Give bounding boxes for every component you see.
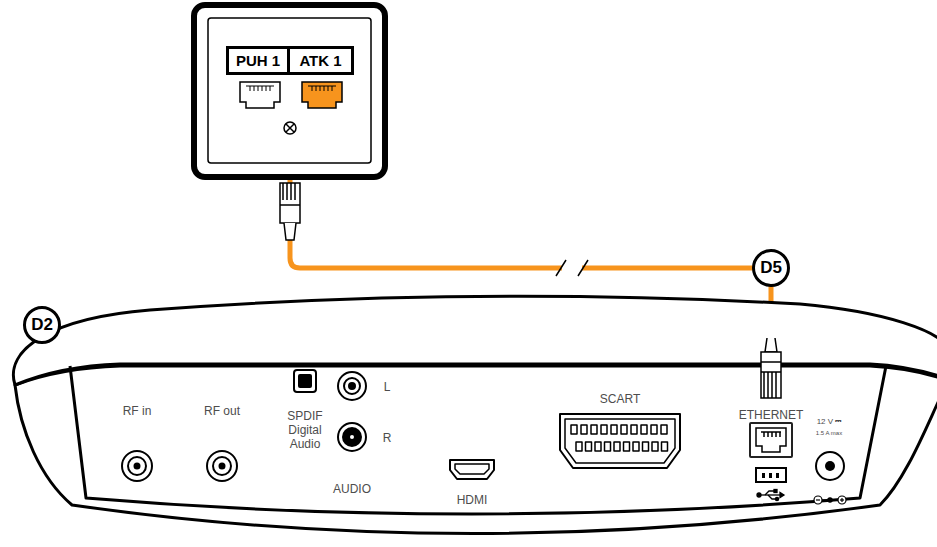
port-label: SPDIF Digital Audio: [282, 409, 328, 451]
wall-socket: [194, 5, 385, 177]
socket-label: ATK 1: [299, 52, 341, 69]
callout-number: D2: [23, 306, 61, 344]
rca-connectors: [338, 372, 366, 451]
set-top-box: [13, 296, 937, 533]
power-jack: [814, 452, 846, 504]
port-label: R: [383, 431, 392, 445]
scart-port: [560, 414, 680, 468]
port-label: SCART: [600, 392, 640, 406]
socket-port-label: ATK 1: [287, 46, 354, 75]
port-label: AUDIO: [333, 482, 371, 496]
rf-connectors: [122, 451, 237, 481]
cable-break: [556, 258, 588, 278]
socket-port-label: PUH 1: [226, 46, 290, 75]
usb-port: [756, 468, 786, 501]
spdif-port: [294, 370, 316, 392]
rj45-plug: [280, 183, 300, 240]
callout-number: D5: [752, 249, 790, 287]
ethernet-port: ETHERNET: [749, 422, 793, 458]
port-label: HDMI: [457, 493, 488, 507]
socket-label: PUH 1: [236, 52, 280, 69]
rj45-plug: [761, 338, 781, 398]
port-label: RF out: [204, 404, 240, 418]
port-label: ETHERNET: [739, 408, 804, 422]
port-label: RF in: [123, 404, 152, 418]
power-rating: 12 V ⎓: [817, 417, 842, 427]
port-label: L: [384, 380, 391, 394]
rj45-socket: [751, 424, 791, 456]
hdmi-port: [450, 460, 494, 479]
power-rating: 1.5 A max: [816, 429, 842, 437]
